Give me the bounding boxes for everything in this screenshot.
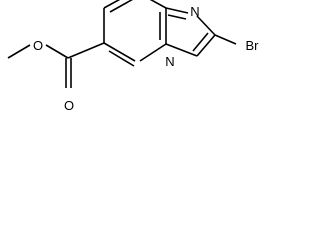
atom-label-imidazole-nitrogen: N bbox=[190, 4, 199, 19]
atom-label-carbonyl-oxygen: O bbox=[64, 98, 74, 113]
bond-ring5-b bbox=[196, 34, 216, 57]
bond-ring6-a-inner bbox=[108, 50, 135, 67]
bond-ring6-d bbox=[149, 0, 167, 9]
bond-ring5-d bbox=[165, 7, 189, 14]
atom-labels: O O N N Br bbox=[33, 4, 259, 113]
bond-ring5-c bbox=[196, 15, 216, 36]
bond-ring5-d-inner bbox=[167, 14, 187, 20]
bonds bbox=[7, 0, 237, 88]
atom-label-bromine: Br bbox=[246, 38, 260, 53]
atom-label-bridgehead-nitrogen: N bbox=[165, 54, 174, 69]
bond-methyl-oxygen bbox=[7, 44, 31, 59]
bond-ring5-b-inner bbox=[192, 32, 209, 52]
bond-carbon-bromine bbox=[214, 34, 237, 45]
bond-ring5-a bbox=[165, 43, 198, 57]
bond-ring6-e-inner bbox=[109, 0, 134, 13]
bond-ring6-a bbox=[103, 42, 136, 62]
bond-ring6-e bbox=[103, 0, 121, 9]
atom-label-methoxy-oxygen: O bbox=[33, 38, 43, 53]
bond-carbonyl-ring bbox=[67, 42, 105, 59]
chemical-structure-diagram: O O N N Br bbox=[7, 0, 259, 113]
bond-ring6-b bbox=[139, 43, 167, 62]
bond-oxygen-carbonyl-carbon bbox=[45, 44, 69, 59]
